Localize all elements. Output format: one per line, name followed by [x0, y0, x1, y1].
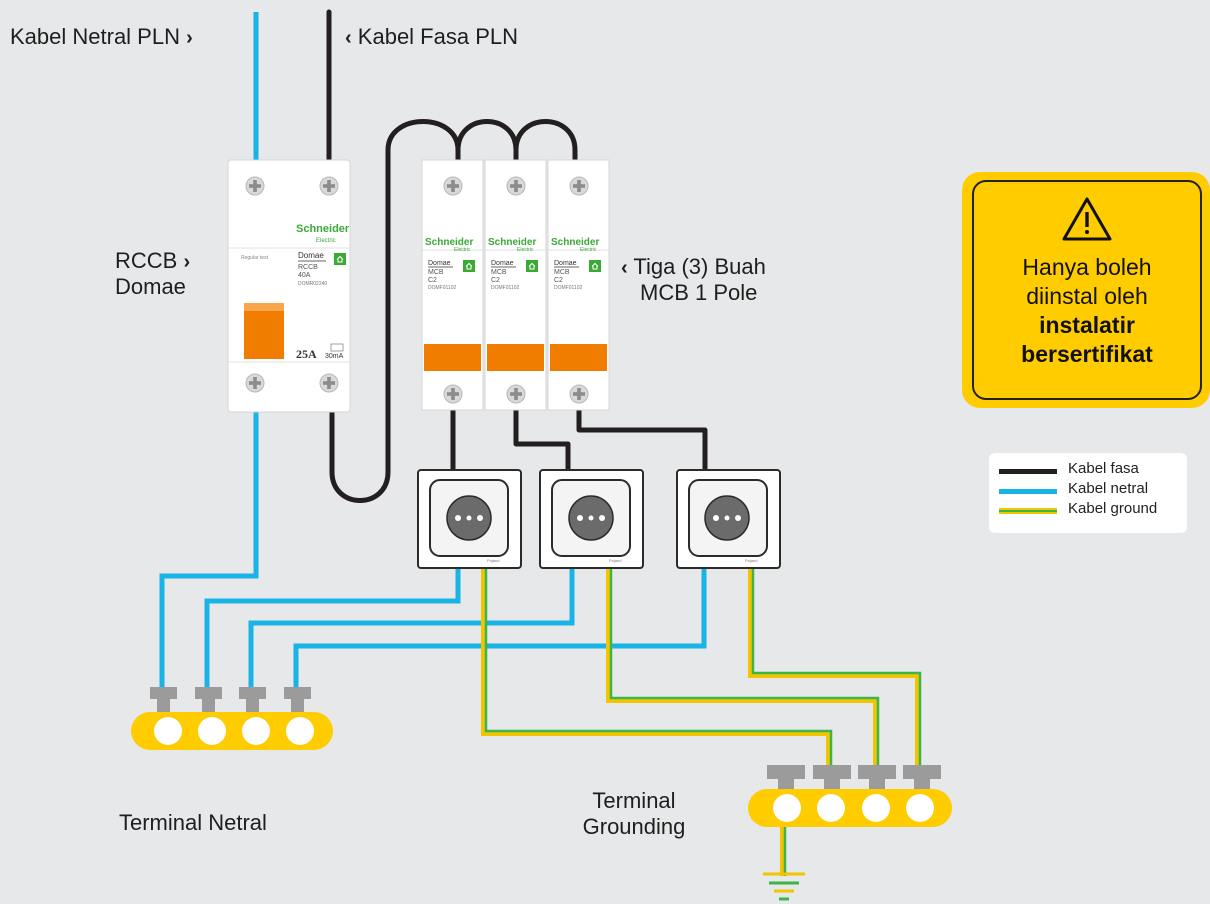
mcb-device-1: Schneider Electric Domae MCB C2 DOMF0110…	[421, 159, 484, 411]
svg-text:Domae: Domae	[428, 260, 451, 267]
phase-cable-label: ‹ Kabel Fasa PLN	[345, 24, 518, 49]
rccb-rating: 40A	[298, 272, 311, 279]
rccb-brand: Schneider	[296, 223, 350, 235]
legend-phase-label: Kabel fasa	[1068, 460, 1139, 477]
phase-wires	[326, 9, 708, 503]
phase-jumper-2	[513, 119, 578, 163]
chevron-right-icon: ›	[183, 251, 191, 273]
chevron-left-icon: ‹	[345, 27, 352, 49]
mcb-label: ‹ Tiga (3) Buah MCB 1 Pole	[621, 254, 766, 306]
svg-text:DOMF01102: DOMF01102	[491, 285, 519, 291]
svg-text:DOMF01102: DOMF01102	[554, 285, 582, 291]
mcb-screw-icon	[569, 176, 589, 196]
rccb-current: 25A	[296, 347, 317, 361]
rccb-series: Domae	[298, 251, 324, 260]
phase-mcb2-to-socket2	[513, 407, 571, 475]
mcb-toggle-handle	[424, 344, 481, 371]
mcb-brand: Schneider	[551, 237, 599, 248]
warning-box: Hanya boleh diinstal oleh instalatir ber…	[962, 172, 1210, 408]
svg-text:Pojand: Pojand	[487, 558, 499, 563]
home-icon	[462, 259, 476, 273]
mcb-screw-icon	[443, 176, 463, 196]
warning-text-4: bersertifikat	[1021, 341, 1153, 367]
legend-phase-swatch	[999, 469, 1057, 474]
home-icon	[525, 259, 539, 273]
mcb-screw-icon	[506, 176, 526, 196]
chevron-left-icon: ‹	[621, 257, 628, 279]
mcb-brand: Schneider	[425, 237, 473, 248]
terminal-neutral-label: Terminal Netral	[119, 810, 267, 835]
svg-text:Pojand: Pojand	[609, 558, 621, 563]
svg-text:Electric: Electric	[580, 247, 597, 253]
legend-ground-label: Kabel ground	[1068, 500, 1158, 517]
phase-mcb3-to-socket3	[576, 407, 708, 475]
rccb-brand-sub: Electric	[316, 238, 336, 244]
legend-neutral-label: Kabel netral	[1068, 480, 1149, 497]
rccb-screw-icon	[319, 176, 339, 196]
legend-ground-swatch	[999, 508, 1057, 514]
rccb-test-label: Regular test	[241, 255, 269, 261]
svg-text:Domae: Domae	[491, 260, 514, 267]
socket-outlet-3: Pojand	[676, 469, 781, 569]
rccb-screw-icon	[245, 176, 265, 196]
mcb-toggle-handle	[487, 344, 544, 371]
socket-outlet-1: Pojand	[417, 469, 522, 569]
legend-neutral-swatch	[999, 489, 1057, 494]
neutral-socket1-wire	[204, 566, 461, 690]
earth-ground-icon	[763, 872, 805, 901]
mcb-screw-icon	[569, 384, 589, 404]
phase-rccb-to-mcb	[329, 119, 461, 503]
mcb-device-2: Schneider Electric Domae MCB C2 DOMF0110…	[484, 159, 547, 411]
terminal-grounding-bar	[748, 765, 952, 827]
warning-text-2: diinstal oleh	[1026, 283, 1148, 309]
rccb-sensitivity: 30mA	[325, 353, 344, 360]
socket-outlet-2: Pojand	[539, 469, 644, 569]
svg-text:C2: C2	[491, 277, 500, 284]
legend: Kabel fasa Kabel netral Kabel ground	[989, 453, 1187, 533]
rccb-device: Schneider Electric Regular test Domae RC…	[227, 159, 351, 413]
svg-text:DOMF01102: DOMF01102	[428, 285, 456, 291]
warning-text-1: Hanya boleh	[1022, 254, 1152, 280]
rccb-toggle-handle	[244, 303, 284, 359]
chevron-right-icon: ›	[186, 27, 193, 49]
svg-text:Domae: Domae	[554, 260, 577, 267]
svg-text:Electric: Electric	[517, 247, 534, 253]
mcb-brand: Schneider	[488, 237, 536, 248]
svg-text:Electric: Electric	[454, 247, 471, 253]
neutral-rccb-to-terminal	[159, 410, 259, 690]
rccb-code: DOMR02240	[298, 281, 327, 287]
mcb-device-3: Schneider Electric Domae MCB C2 DOMF0110…	[547, 159, 610, 411]
home-icon	[333, 252, 347, 266]
terminal-grounding-label: Terminal Grounding	[582, 788, 686, 840]
svg-text:C2: C2	[428, 277, 437, 284]
terminal-neutral-bar	[131, 687, 333, 750]
neutral-wires	[159, 12, 707, 690]
rccb-type: RCCB	[298, 264, 318, 271]
svg-text:MCB: MCB	[554, 269, 570, 276]
mcb-screw-icon	[443, 384, 463, 404]
mcb-toggle-handle	[550, 344, 607, 371]
home-icon	[588, 259, 602, 273]
neutral-cable-label: Kabel Netral PLN ›	[10, 24, 193, 49]
svg-text:C2: C2	[554, 277, 563, 284]
ground-wires	[481, 566, 922, 876]
svg-text:MCB: MCB	[491, 269, 507, 276]
svg-text:MCB: MCB	[428, 269, 444, 276]
rccb-label: RCCB › Domae	[115, 248, 191, 300]
neutral-socket3-wire	[293, 566, 707, 690]
rccb-screw-icon	[319, 373, 339, 393]
mcb-screw-icon	[506, 384, 526, 404]
svg-text:Pojand: Pojand	[745, 558, 757, 563]
phase-jumper-1	[455, 119, 519, 163]
warning-triangle-icon	[1062, 197, 1112, 241]
rccb-screw-icon	[245, 373, 265, 393]
neutral-socket2-wire	[248, 566, 575, 690]
warning-text-3: instalatir	[1039, 312, 1135, 338]
